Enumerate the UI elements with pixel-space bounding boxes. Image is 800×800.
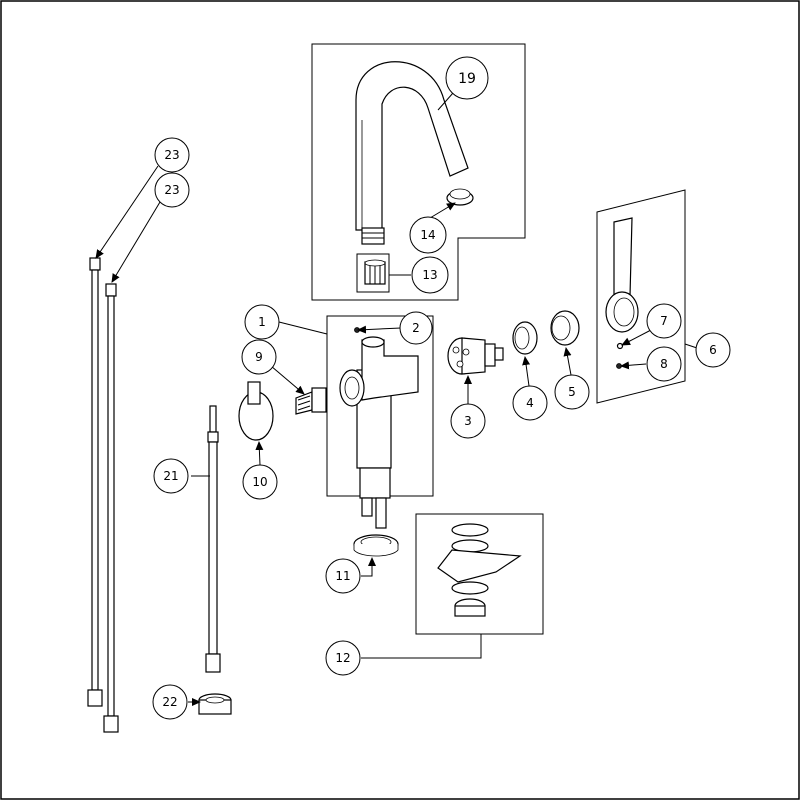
lever-handle-part (605, 217, 639, 333)
callout-19: 19 (445, 56, 489, 100)
spout-group-frame (311, 43, 526, 301)
mounting-kit-part (437, 523, 522, 617)
lever-screw-part (616, 342, 624, 350)
callout-13: 13 (411, 256, 449, 294)
callout-14: 14 (409, 216, 447, 254)
mounting-kit-frame (415, 513, 544, 635)
callout-6: 6 (695, 332, 731, 368)
callout-23-top: 23 (154, 137, 190, 173)
body-group-frame (326, 315, 434, 497)
callout-label: 11 (335, 569, 350, 583)
leader-23b (111, 201, 161, 283)
leader-9 (270, 365, 305, 395)
leader-5 (563, 347, 572, 376)
leader-12 (361, 634, 482, 659)
supply-hose-short-part (205, 405, 221, 673)
valve-spindle-part (295, 387, 327, 415)
supply-hose-long-part (87, 257, 119, 733)
callout-3: 3 (450, 403, 486, 439)
leader-7 (621, 329, 652, 346)
leader-23a (95, 165, 159, 259)
callout-label: 14 (420, 228, 435, 242)
callout-label: 8 (660, 357, 668, 371)
callout-1: 1 (244, 304, 280, 340)
callout-8: 8 (646, 346, 682, 382)
callout-4: 4 (512, 385, 548, 421)
leader-4 (522, 356, 531, 387)
callout-12: 12 (325, 640, 361, 676)
callout-5: 5 (554, 374, 590, 410)
spout-part (355, 61, 469, 245)
cap-nut-part (550, 310, 580, 346)
callout-label: 23 (164, 183, 179, 197)
leader-19 (437, 92, 454, 111)
filter-part (364, 259, 386, 285)
callout-label: 19 (458, 71, 476, 87)
callout-7: 7 (646, 303, 682, 339)
leader-1 (278, 321, 328, 335)
hose-nut-part (198, 693, 232, 715)
callout-21: 21 (153, 458, 189, 494)
callout-label: 12 (335, 651, 350, 665)
aerator-part (446, 188, 474, 206)
callout-11: 11 (325, 558, 361, 594)
lever-group-frame (596, 189, 686, 404)
callout-label: 10 (252, 475, 267, 489)
leader-6 (684, 343, 698, 349)
callout-10: 10 (242, 464, 278, 500)
leader-14 (429, 202, 456, 219)
callout-2: 2 (399, 311, 433, 345)
retaining-ring-part (512, 321, 538, 355)
leader-8 (620, 361, 647, 370)
lever-setscrew-part (616, 363, 622, 369)
callout-label: 4 (526, 396, 534, 410)
callout-23-bottom: 23 (154, 172, 190, 208)
leader-2 (357, 325, 402, 334)
callout-22: 22 (152, 684, 188, 720)
callout-label: 1 (258, 315, 266, 329)
callout-9: 9 (241, 339, 277, 375)
callout-label: 3 (464, 414, 472, 428)
callout-label: 6 (709, 343, 717, 357)
callout-label: 9 (255, 350, 263, 364)
callout-label: 21 (163, 469, 178, 483)
leader-10 (255, 441, 264, 466)
callout-label: 2 (412, 321, 420, 335)
callout-label: 22 (162, 695, 177, 709)
leader-11 (361, 557, 376, 577)
callout-label: 23 (164, 148, 179, 162)
callout-label: 5 (568, 385, 576, 399)
base-washer-part (353, 534, 399, 557)
callout-label: 13 (422, 268, 437, 282)
knob-part (238, 381, 274, 441)
cartridge-part (447, 337, 504, 375)
filter-frame (356, 253, 390, 293)
callout-label: 7 (660, 314, 668, 328)
faucet-body-part (339, 336, 419, 529)
